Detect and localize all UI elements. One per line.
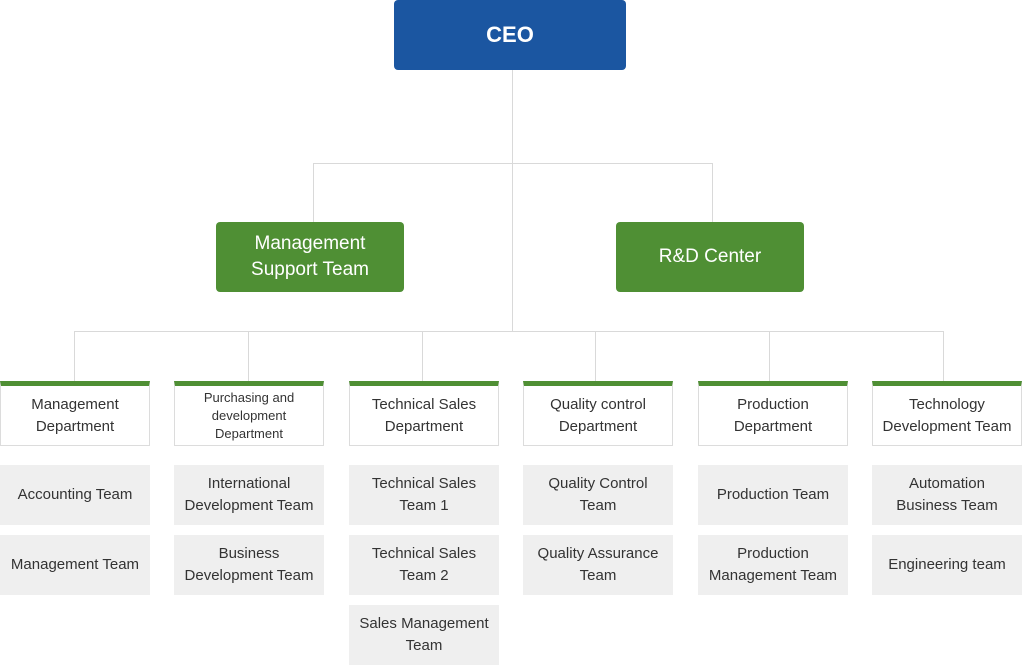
connector-dept-drop-1 [74,331,75,381]
purchasing-development-department-node: Purchasing and development Department [174,381,324,446]
team-node-sales-management: Sales Management Team [349,605,499,665]
connector-dept-drop-6 [943,331,944,381]
team-node-management: Management Team [0,535,150,595]
management-department-node: Management Department [0,381,150,446]
connector-dept-drop-3 [422,331,423,381]
team-node-technical-sales-1: Technical Sales Team 1 [349,465,499,525]
team-node-business-development: Business Development Team [174,535,324,595]
team-node-production: Production Team [698,465,848,525]
rd-center-node: R&D Center [616,222,804,292]
team-node-international-development: International Development Team [174,465,324,525]
connector-level2-right-drop [712,163,713,222]
connector-level2-horizontal [313,163,713,164]
management-support-team-node: Management Support Team [216,222,404,292]
team-node-engineering: Engineering team [872,535,1022,595]
team-node-production-management: Production Management Team [698,535,848,595]
connector-ceo-trunk [512,70,513,332]
connector-departments-horizontal [74,331,944,332]
technology-development-team-node: Technology Development Team [872,381,1022,446]
team-node-quality-control: Quality Control Team [523,465,673,525]
ceo-node: CEO [394,0,626,70]
team-node-technical-sales-2: Technical Sales Team 2 [349,535,499,595]
production-department-node: Production Department [698,381,848,446]
quality-control-department-node: Quality control Department [523,381,673,446]
connector-dept-drop-2 [248,331,249,381]
connector-level2-left-drop [313,163,314,222]
connector-dept-drop-5 [769,331,770,381]
connector-dept-drop-4 [595,331,596,381]
team-node-automation-business: Automation Business Team [872,465,1022,525]
team-node-accounting: Accounting Team [0,465,150,525]
technical-sales-department-node: Technical Sales Department [349,381,499,446]
team-node-quality-assurance: Quality Assurance Team [523,535,673,595]
